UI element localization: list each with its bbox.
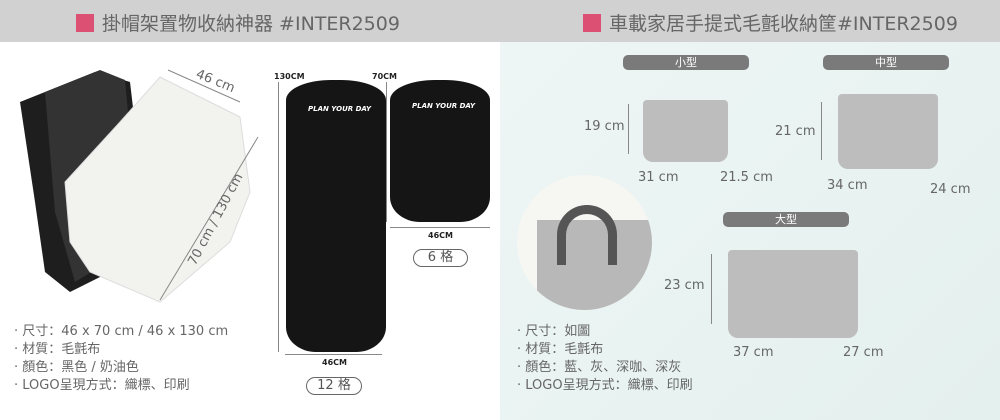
right-title-text: 車載家居手提式毛氈收納筐#INTER2509	[609, 13, 958, 35]
tag-medium: 中型	[823, 55, 949, 70]
slots-large-badge: 12 格	[306, 377, 362, 395]
large-height: 23 cm	[664, 278, 705, 293]
large-length: 37 cm	[733, 345, 774, 360]
spec-material: · 材質：毛氈布	[14, 342, 101, 357]
rack-small: PLAN YOUR DAY	[390, 80, 490, 222]
basket-medium-image	[838, 94, 938, 169]
spec-color: · 顏色：黑色 / 奶油色	[14, 360, 139, 375]
hat-rack-specs: · 尺寸：46 x 70 cm / 46 x 130 cm · 材質：毛氈布 ·…	[14, 323, 228, 395]
spec-color: · 顏色：藍、灰、深咖、深灰	[517, 360, 682, 375]
accent-square-icon	[76, 13, 94, 32]
spec-logo: · LOGO呈現方式：織標、印刷	[517, 378, 693, 393]
spec-material: · 材質：毛氈布	[517, 342, 604, 357]
small-width: 21.5 cm	[720, 170, 773, 185]
right-title: 車載家居手提式毛氈收納筐#INTER2509	[583, 9, 958, 36]
medium-width: 24 cm	[930, 182, 971, 197]
basket-large-image	[728, 250, 858, 338]
width-large: 46CM	[322, 358, 347, 367]
basket-specs: · 尺寸：如圖 · 材質：毛氈布 · 顏色：藍、灰、深咖、深灰 · LOGO呈現…	[517, 323, 693, 395]
tag-small: 小型	[623, 55, 749, 70]
medium-height: 21 cm	[775, 124, 816, 139]
tag-large: 大型	[723, 212, 849, 227]
small-height: 19 cm	[584, 119, 625, 134]
small-length: 31 cm	[638, 170, 679, 185]
header-bar: 掛帽架置物收納神器 #INTER2509 車載家居手提式毛氈收納筐#INTER2…	[0, 0, 1000, 42]
spec-logo: · LOGO呈現方式：織標、印刷	[14, 378, 190, 393]
basket-small-image	[643, 100, 728, 162]
brand-logo: PLAN YOUR DAY	[412, 102, 476, 110]
accent-square-icon	[583, 13, 601, 32]
spec-size: · 尺寸：46 x 70 cm / 46 x 130 cm	[14, 324, 229, 339]
basket-panel: 小型 中型 大型 19 cm 31 cm 21.5 cm 21 cm 34 cm…	[500, 42, 1000, 420]
label-70cm: 70CM	[372, 72, 397, 81]
rack-large: PLAN YOUR DAY	[286, 80, 386, 352]
hat-rack-panel: 46 cm 70 cm / 130 cm 130CM 70CM PLAN YOU…	[0, 42, 500, 420]
width-small: 46CM	[428, 231, 453, 240]
large-width: 27 cm	[843, 345, 884, 360]
slots-small-badge: 6 格	[413, 249, 468, 267]
medium-length: 34 cm	[827, 178, 868, 193]
basket-closeup-image	[517, 175, 652, 310]
left-title: 掛帽架置物收納神器 #INTER2509	[76, 9, 400, 36]
left-title-text: 掛帽架置物收納神器 #INTER2509	[102, 13, 400, 35]
label-130cm: 130CM	[274, 72, 305, 81]
spec-size: · 尺寸：如圖	[517, 324, 591, 339]
felt-sheets-image	[20, 69, 259, 303]
brand-logo: PLAN YOUR DAY	[308, 105, 372, 113]
